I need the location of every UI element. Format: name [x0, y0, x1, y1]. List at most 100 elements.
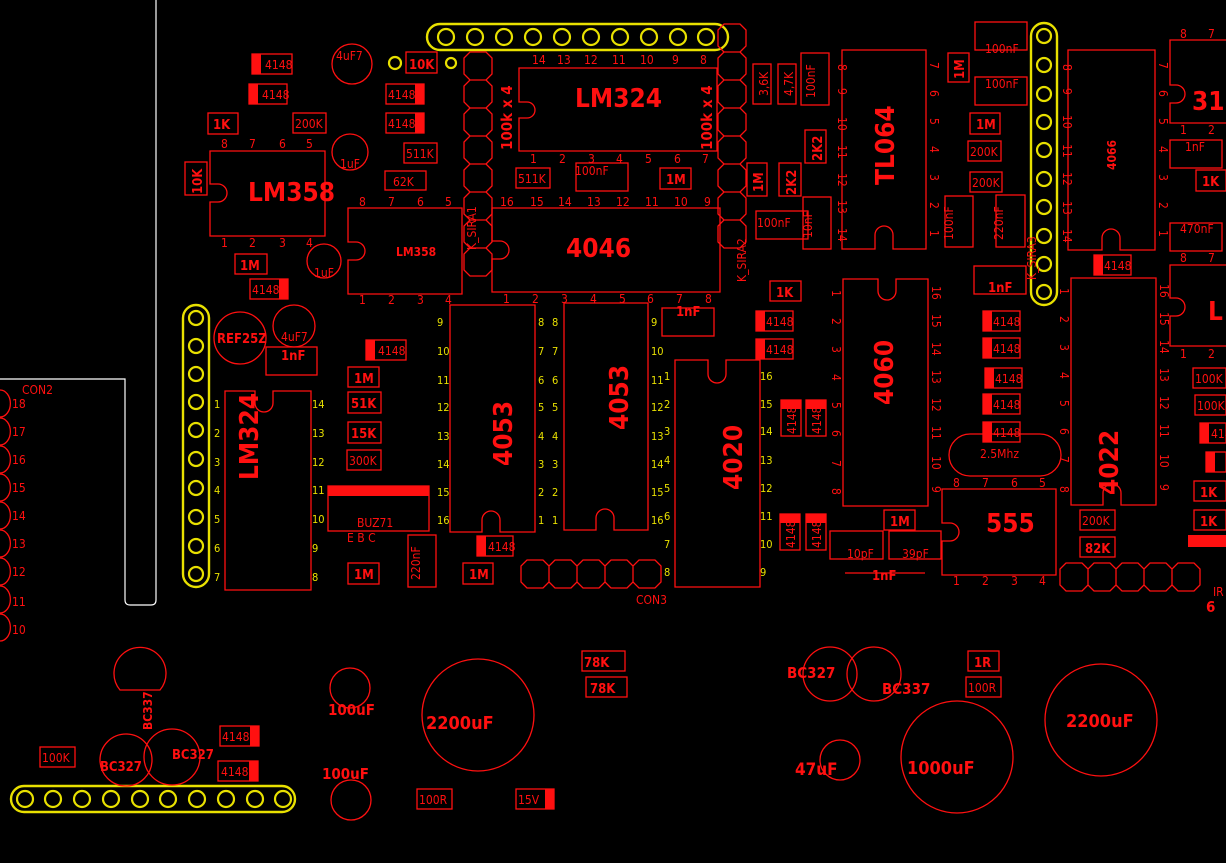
- pin: 13: [557, 53, 571, 67]
- pin: 5: [1156, 118, 1170, 125]
- pin: 6: [647, 292, 654, 306]
- pin: 9: [704, 195, 711, 209]
- pin: 4: [616, 152, 623, 166]
- pin: 15: [530, 195, 544, 209]
- d-4148-l: 4148: [784, 520, 798, 548]
- pin: 8: [221, 137, 228, 151]
- pin: 15: [929, 314, 943, 328]
- c-100n-a: 100nF: [575, 164, 609, 178]
- pin: 1: [1057, 288, 1071, 295]
- lm324-top-label: LM324: [575, 84, 662, 114]
- pin: 2: [1057, 316, 1071, 323]
- con2-pin-14: 14: [12, 509, 26, 523]
- pin: 6: [538, 374, 544, 387]
- pin: 15: [760, 398, 773, 411]
- pin: 6: [664, 510, 670, 523]
- c-1n-e: 1nF: [872, 569, 896, 584]
- pin: 11: [437, 374, 450, 387]
- pin: 12: [312, 456, 325, 469]
- pin: 13: [312, 427, 325, 440]
- pin: 4: [590, 292, 597, 306]
- pin: 13: [1157, 368, 1171, 382]
- pin: 13: [1060, 201, 1074, 215]
- t-bc337-b: BC337: [882, 680, 930, 698]
- crystal-label: 2.5Mhz: [980, 447, 1019, 461]
- tl064-pins: 8 9 10 11 12 13 14 7 6 5 4 3 2 1: [835, 62, 941, 242]
- edge-label-ir: IR: [1213, 585, 1224, 599]
- pin: 14: [532, 53, 546, 67]
- r-62k: 62K: [393, 175, 415, 189]
- pin: 10: [437, 345, 450, 358]
- k-sira1-label: K_SIRA1: [465, 206, 479, 250]
- c-1u-a: 1uF: [340, 157, 360, 171]
- ic4053-a-label: 4053: [489, 401, 519, 466]
- pin: 12: [584, 53, 598, 67]
- r-1k-a: 1K: [213, 118, 231, 133]
- pin: 7: [664, 538, 670, 551]
- pin: 12: [1060, 172, 1074, 186]
- pin: 7: [1208, 251, 1215, 265]
- ic-lm324-top: LM324: [518, 67, 718, 152]
- pin: 5: [538, 401, 544, 414]
- pin: 5: [619, 292, 626, 306]
- c-4u7-b: 4uF7: [281, 330, 308, 344]
- pin: 2: [927, 202, 941, 209]
- pin: 11: [929, 426, 943, 440]
- r-78k-b: 78K: [590, 682, 616, 697]
- pin: 1: [221, 236, 228, 250]
- r-100k-a: 100K: [1195, 372, 1224, 386]
- d-4148-n: 4148: [993, 315, 1021, 329]
- pin: 16: [437, 514, 450, 527]
- d-4148-o: 4148: [993, 342, 1021, 356]
- con2-connector: CON2 18 17 16 15 14 13 12 11 10: [0, 383, 53, 642]
- pin: 1: [530, 152, 537, 166]
- pin: 2: [1156, 202, 1170, 209]
- pin: 8: [664, 566, 670, 579]
- r-100r-a: 100R: [968, 681, 997, 695]
- d-4148-p: 4148: [995, 372, 1023, 386]
- lm358-a-label: LM358: [248, 178, 335, 208]
- pin: 7: [927, 62, 941, 69]
- pin: 14: [760, 425, 773, 438]
- r-4k7: 4,7K: [782, 71, 796, 96]
- pin: 9: [312, 542, 318, 555]
- pin: 5: [829, 402, 843, 409]
- con2-pin-16: 16: [12, 453, 26, 467]
- c-100n-e: 100nF: [757, 216, 791, 230]
- pin: 3: [1057, 344, 1071, 351]
- pin: 6: [1011, 476, 1018, 490]
- pin: 3: [279, 236, 286, 250]
- c-100n-b: 100nF: [804, 64, 818, 98]
- k-sira2-label: K_SIRA2: [735, 238, 749, 282]
- resistors: 10K 1K 200K 10K 511K 62K 511K 1M 1M 3,6K…: [39, 51, 1226, 810]
- pin: 8: [1180, 27, 1187, 41]
- d-4148-u: 4148: [222, 730, 250, 744]
- pin: 9: [651, 316, 657, 329]
- pin: 15: [651, 486, 664, 499]
- pin: 5: [645, 152, 652, 166]
- c-1u-b: 1uF: [314, 266, 334, 280]
- edge-label-6: 6: [1206, 598, 1215, 616]
- lm358-b-label: LM358: [396, 245, 436, 259]
- pin: 7: [702, 152, 709, 166]
- ic-4066: 4066 8 9 10 11 12 13 14 7 6 5 4 3 2 1: [1060, 49, 1170, 251]
- c-47u: 47uF: [795, 760, 838, 780]
- pin: 2: [388, 293, 395, 307]
- r-1m-f: 1M: [354, 372, 374, 387]
- left-pin-header: [181, 303, 211, 589]
- c-100n-d: 100nF: [985, 77, 1019, 91]
- pin: 12: [437, 401, 450, 414]
- pin: 5: [445, 195, 452, 209]
- pin: 6: [214, 542, 220, 555]
- pin: 8: [829, 488, 843, 495]
- c-100n-c: 100nF: [985, 42, 1019, 56]
- r-10k-top: 10K: [409, 58, 435, 73]
- ic-lm358-a: LM358 8 7 6 5 1 2 3 4: [209, 137, 335, 250]
- icl-label: L: [1208, 297, 1223, 327]
- r-1k-c: 1K: [776, 286, 794, 301]
- pin: 2: [532, 292, 539, 306]
- lm324-top-pins: 14 13 12 11 10 9 8 1 2 3 4 5 6 7: [530, 53, 709, 166]
- r-200k-d: 200K: [1082, 514, 1111, 528]
- con2-arcs: [0, 389, 12, 642]
- pin: 3: [664, 425, 670, 438]
